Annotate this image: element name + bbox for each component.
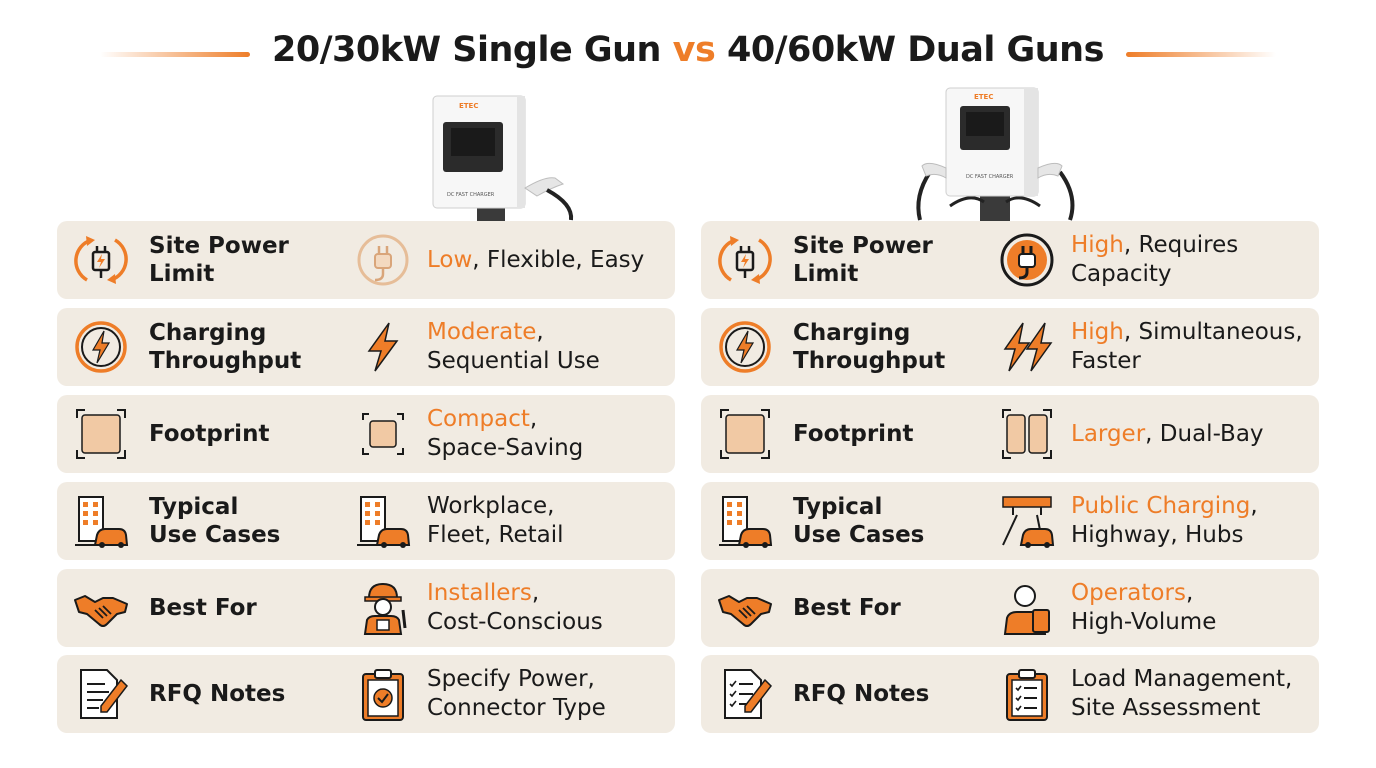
dual-row-4: Typical Use Cases Public Charging, Highwa… bbox=[701, 482, 1319, 560]
clipboard-list-icon bbox=[999, 666, 1055, 722]
document-pen-icon bbox=[73, 666, 129, 722]
dual-bay-icon bbox=[999, 406, 1055, 462]
clipboard-check-icon bbox=[355, 666, 411, 722]
row-label: Typical Use Cases bbox=[793, 493, 925, 548]
plug-icon bbox=[999, 232, 1055, 288]
row-value: High, Simultaneous, Faster bbox=[1071, 308, 1316, 386]
single-row-6: RFQ Notes Specify Power, Connector Type bbox=[57, 655, 675, 733]
installer-worker-icon bbox=[355, 580, 411, 636]
single-row-5: Best For Installers, Cost-Conscious bbox=[57, 569, 675, 647]
title-decor-line-left bbox=[100, 52, 250, 57]
value-text: , Requires Capacity bbox=[1071, 232, 1239, 287]
plug-icon bbox=[355, 232, 411, 288]
value-text: , Sequential Use bbox=[427, 319, 600, 374]
handshake-icon bbox=[73, 580, 129, 636]
single-brand-text: ETEC bbox=[459, 102, 478, 110]
row-label: RFQ Notes bbox=[149, 680, 286, 707]
value-highlight: Compact bbox=[427, 406, 530, 433]
value-highlight: Moderate bbox=[427, 319, 537, 346]
value-highlight: High bbox=[1071, 232, 1124, 259]
double-lightning-icon bbox=[999, 319, 1055, 375]
row-label: Charging Throughput bbox=[149, 319, 302, 374]
gauge-bolt-icon bbox=[717, 319, 773, 375]
value-text: , High-Volume bbox=[1071, 580, 1217, 635]
value-highlight: High bbox=[1071, 319, 1124, 346]
value-text: , Simultaneous, Faster bbox=[1071, 319, 1303, 374]
page-title: 20/30kW Single Gun vs 40/60kW Dual Guns bbox=[0, 30, 1376, 70]
row-value: High, Requires Capacity bbox=[1071, 221, 1316, 299]
value-highlight: Operators bbox=[1071, 580, 1186, 607]
footprint-square-icon bbox=[73, 406, 129, 462]
value-highlight: Larger bbox=[1071, 420, 1146, 447]
dual-row-2: Charging Throughput High, Simultaneous, F… bbox=[701, 308, 1319, 386]
single-gun-charger-image: ETEC DC FAST CHARGER bbox=[425, 92, 585, 222]
value-text: Specify Power, Connector Type bbox=[427, 666, 606, 721]
footprint-square-icon bbox=[717, 406, 773, 462]
row-label: Site Power Limit bbox=[793, 232, 933, 287]
value-text: , Dual-Bay bbox=[1145, 420, 1264, 447]
value-text: Load Management, Site Assessment bbox=[1071, 666, 1293, 721]
row-value: Workplace, Fleet, Retail bbox=[427, 482, 672, 560]
dual-row-1: Site Power Limit High, Requires Capacity bbox=[701, 221, 1319, 299]
lightning-icon bbox=[355, 319, 411, 375]
row-label: Site Power Limit bbox=[149, 232, 289, 287]
single-model-text: DC FAST CHARGER bbox=[447, 192, 495, 198]
row-value: Operators, High-Volume bbox=[1071, 569, 1316, 647]
row-label: Footprint bbox=[793, 420, 914, 447]
row-label: RFQ Notes bbox=[793, 680, 930, 707]
operator-person-icon bbox=[999, 580, 1055, 636]
power-plug-icon bbox=[717, 232, 773, 288]
row-label: Footprint bbox=[149, 420, 270, 447]
row-value: Compact, Space-Saving bbox=[427, 395, 672, 473]
power-plug-icon bbox=[73, 232, 129, 288]
value-text: , Flexible, Easy bbox=[472, 246, 645, 273]
row-label: Charging Throughput bbox=[793, 319, 946, 374]
document-checklist-icon bbox=[717, 666, 773, 722]
dual-row-6: RFQ Notes Load Management, Site Assessmen… bbox=[701, 655, 1319, 733]
value-text: , Cost-Conscious bbox=[427, 580, 603, 635]
value-highlight: Low bbox=[427, 246, 473, 273]
row-label: Best For bbox=[149, 594, 257, 621]
building-car-icon bbox=[717, 493, 773, 549]
value-text: , Highway, Hubs bbox=[1071, 493, 1258, 548]
row-value: Moderate, Sequential Use bbox=[427, 308, 672, 386]
dual-brand-text: ETEC bbox=[974, 93, 993, 101]
row-value: Public Charging, Highway, Hubs bbox=[1071, 482, 1316, 560]
dual-row-5: Best For Operators, High-Volume bbox=[701, 569, 1319, 647]
row-value: Load Management, Site Assessment bbox=[1071, 655, 1316, 733]
row-value: Low, Flexible, Easy bbox=[427, 221, 672, 299]
value-text: , Space-Saving bbox=[427, 406, 584, 461]
dual-row-3: Footprint Larger, Dual-Bay bbox=[701, 395, 1319, 473]
handshake-icon bbox=[717, 580, 773, 636]
row-value: Installers, Cost-Conscious bbox=[427, 569, 672, 647]
compact-square-icon bbox=[355, 406, 411, 462]
title-vs: vs bbox=[672, 30, 716, 70]
single-row-3: Footprint Compact, Space-Saving bbox=[57, 395, 675, 473]
single-row-1: Site Power Limit Low, Flexible, Easy bbox=[57, 221, 675, 299]
title-decor-line-right bbox=[1126, 52, 1276, 57]
value-highlight: Public Charging bbox=[1071, 493, 1251, 520]
gauge-bolt-icon bbox=[73, 319, 129, 375]
title-bar: 20/30kW Single Gun vs 40/60kW Dual Guns bbox=[0, 30, 1376, 80]
row-label: Best For bbox=[793, 594, 901, 621]
highway-car-icon bbox=[999, 493, 1055, 549]
title-left: 20/30kW Single Gun bbox=[272, 30, 661, 70]
dual-model-text: DC FAST CHARGER bbox=[966, 174, 1014, 180]
value-text: Workplace, Fleet, Retail bbox=[427, 493, 564, 548]
value-highlight: Installers bbox=[427, 580, 532, 607]
building-car-icon bbox=[355, 493, 411, 549]
row-label: Typical Use Cases bbox=[149, 493, 281, 548]
row-value: Specify Power, Connector Type bbox=[427, 655, 672, 733]
single-row-2: Charging Throughput Moderate, Sequential … bbox=[57, 308, 675, 386]
single-row-4: Typical Use Cases Workplace, Fleet, Retai… bbox=[57, 482, 675, 560]
building-car-icon bbox=[73, 493, 129, 549]
title-right: 40/60kW Dual Guns bbox=[727, 30, 1104, 70]
dual-gun-charger-image: ETEC DC FAST CHARGER bbox=[910, 86, 1080, 222]
row-value: Larger, Dual-Bay bbox=[1071, 395, 1316, 473]
